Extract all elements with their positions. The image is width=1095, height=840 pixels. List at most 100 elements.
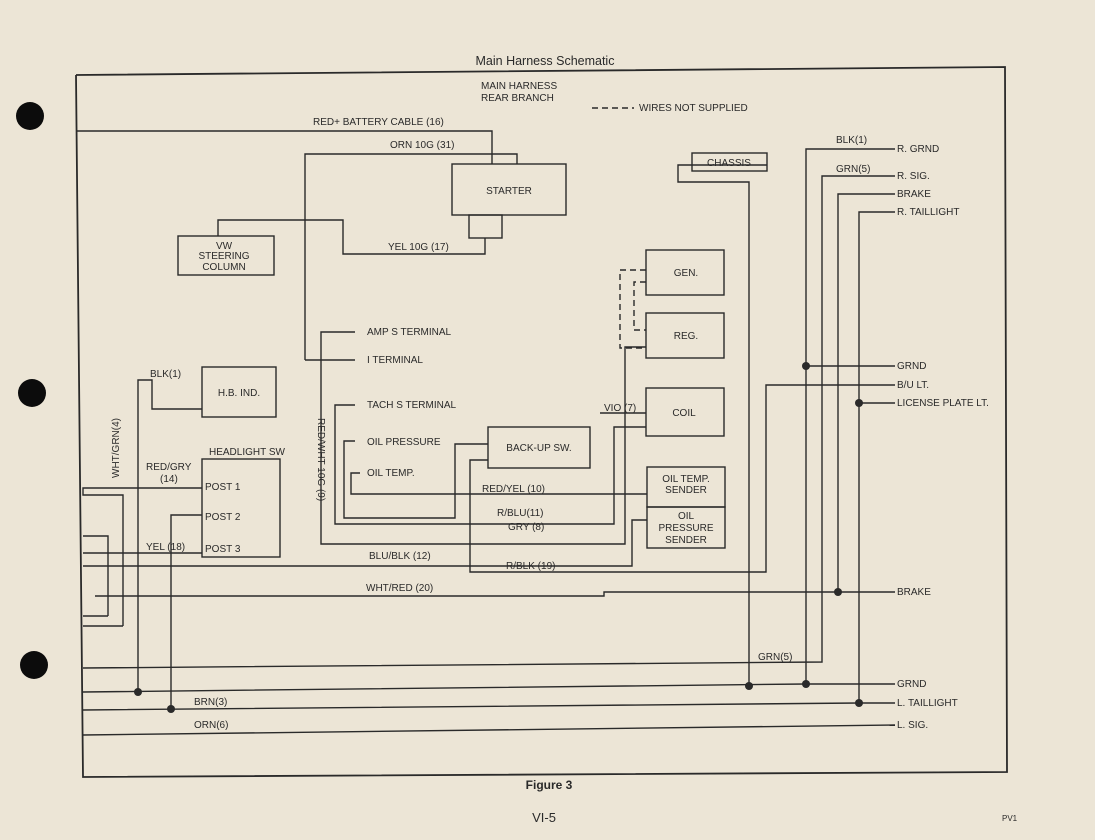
wire-chassis-ground (677, 164, 767, 686)
wire-blk1-r-grnd (805, 148, 895, 684)
headlight-switch-box (201, 458, 281, 558)
gen-reg-dashed-wire-inner (633, 281, 646, 331)
wire-yel-10g (217, 219, 486, 255)
wire-grn5-r-sig (82, 175, 895, 669)
license-plate-label: LICENSE PLATE LT. (897, 398, 989, 409)
red-wht-10g-label: RED/WHT 10G (9) (315, 418, 326, 501)
yel-18-label: YEL (18) (146, 542, 185, 553)
junction-dot (802, 362, 810, 370)
wire-oil-pressure (343, 440, 488, 519)
l-sig-label: L. SIG. (897, 720, 928, 731)
rear-branch-label-line2: REAR BRANCH (481, 93, 554, 104)
oil-temp-sender-label-line1: OIL TEMP. (662, 474, 710, 485)
chassis-box (691, 152, 768, 172)
brake-mid-label: BRAKE (897, 587, 931, 598)
post-2-label: POST 2 (205, 512, 241, 523)
junction-dot (802, 680, 810, 688)
junction-dot (167, 705, 175, 713)
r-grnd-label: R. GRND (897, 144, 939, 155)
wire-blk1-hb-ind (137, 379, 202, 692)
oil-temp-sender-label-line2: SENDER (665, 485, 707, 496)
oil-pressure-terminal-label: OIL PRESSURE (367, 437, 441, 448)
steering-column-box (177, 235, 275, 276)
rear-branch-label-line1: MAIN HARNESS (481, 81, 557, 92)
wire-grnd-bottom (82, 683, 895, 693)
reg-label: REG. (674, 331, 698, 342)
grnd-mid-label: GRND (897, 361, 926, 372)
outer-frame (75, 66, 1008, 778)
hb-ind-box (201, 366, 277, 418)
oil-pressure-sender-label-line3: SENDER (665, 535, 707, 546)
l-taillight-label: L. TAILLIGHT (897, 698, 958, 709)
reg-box (645, 312, 725, 359)
tach-terminal-label: TACH S TERMINAL (367, 400, 457, 411)
vio-7-label: VIO (7) (604, 403, 636, 414)
oil-pressure-sender-label-line2: PRESSURE (658, 523, 713, 534)
grn5-bottom-label: GRN(5) (758, 652, 792, 663)
wires (76, 130, 896, 736)
legend-label: WIRES NOT SUPPLIED (639, 103, 748, 114)
red-gry-number-label: (14) (160, 474, 178, 485)
blk1-left-label: BLK(1) (150, 369, 181, 380)
wire-r-taillight (858, 211, 895, 703)
wire-battery-cable (76, 130, 493, 164)
junctions (134, 362, 863, 713)
gry-8-label: GRY (8) (508, 522, 544, 533)
oil-pressure-sender-label-line1: OIL (678, 511, 695, 522)
binder-hole-top (16, 102, 44, 130)
wire-red-wht-amp (320, 331, 646, 545)
starter-box (451, 163, 567, 216)
wht-grn-4-label: WHT/GRN(4) (111, 418, 122, 478)
grnd-bottom-label: GRND (897, 679, 926, 690)
steering-label-line2: STEERING (198, 251, 249, 262)
gen-reg-dashed-wire-outer (619, 269, 646, 349)
wire-r-blk-backup (469, 384, 895, 573)
starter-label: STARTER (486, 186, 532, 197)
coil-box (645, 387, 725, 437)
oil-temp-terminal-label: OIL TEMP. (367, 468, 415, 479)
schematic-title: Main Harness Schematic (476, 54, 615, 68)
r-taillight-label: R. TAILLIGHT (897, 207, 959, 218)
post-3-label: POST 3 (205, 544, 241, 555)
steering-label-line1: VW (216, 241, 233, 252)
wire-post2-brn (170, 514, 202, 709)
chassis-label: CHASSIS (707, 158, 751, 169)
blk1-right-label: BLK(1) (836, 135, 867, 146)
backup-switch-box (487, 426, 591, 469)
wire-left-feed (83, 535, 109, 616)
amp-terminal-label: AMP S TERMINAL (367, 327, 452, 338)
red-yel-10-label: RED/YEL (10) (482, 484, 545, 495)
page-number: VI-5 (532, 810, 556, 825)
post-1-label: POST 1 (205, 482, 241, 493)
junction-dot (134, 688, 142, 696)
steering-label-line3: COLUMN (202, 262, 245, 273)
junction-dot (745, 682, 753, 690)
coil-label: COIL (672, 408, 696, 419)
wire-orn-10g (304, 153, 518, 360)
wht-red-20-label: WHT/RED (20) (366, 583, 433, 594)
page-code: PV1 (1002, 814, 1018, 823)
wire-blu-blk (83, 519, 647, 567)
yel-10g-label: YEL 10G (17) (388, 242, 449, 253)
junction-dot (855, 399, 863, 407)
backup-switch-label: BACK-UP SW. (506, 443, 571, 454)
r-blk-19-label: R/BLK (19) (506, 561, 555, 572)
headlight-switch-label: HEADLIGHT SW (209, 447, 285, 458)
red-gry-label: RED/GRY (146, 462, 192, 473)
r-blu-11-label: R/BLU(11) (497, 508, 544, 519)
gen-label: GEN. (674, 268, 698, 279)
oil-pressure-sender-box (646, 506, 726, 549)
orn6-label: ORN(6) (194, 720, 228, 731)
brn3-label: BRN(3) (194, 697, 227, 708)
battery-cable-label: RED+ BATTERY CABLE (16) (313, 117, 444, 128)
gen-box (645, 249, 725, 296)
wire-tach-terminal (334, 404, 646, 525)
junction-dot (834, 588, 842, 596)
grn5-top-label: GRN(5) (836, 164, 870, 175)
wire-orn6-l-sig (82, 724, 896, 736)
bu-lt-label: B/U LT. (897, 380, 929, 391)
blu-blk-12-label: BLU/BLK (12) (369, 551, 431, 562)
wire-brake-top (837, 193, 895, 592)
